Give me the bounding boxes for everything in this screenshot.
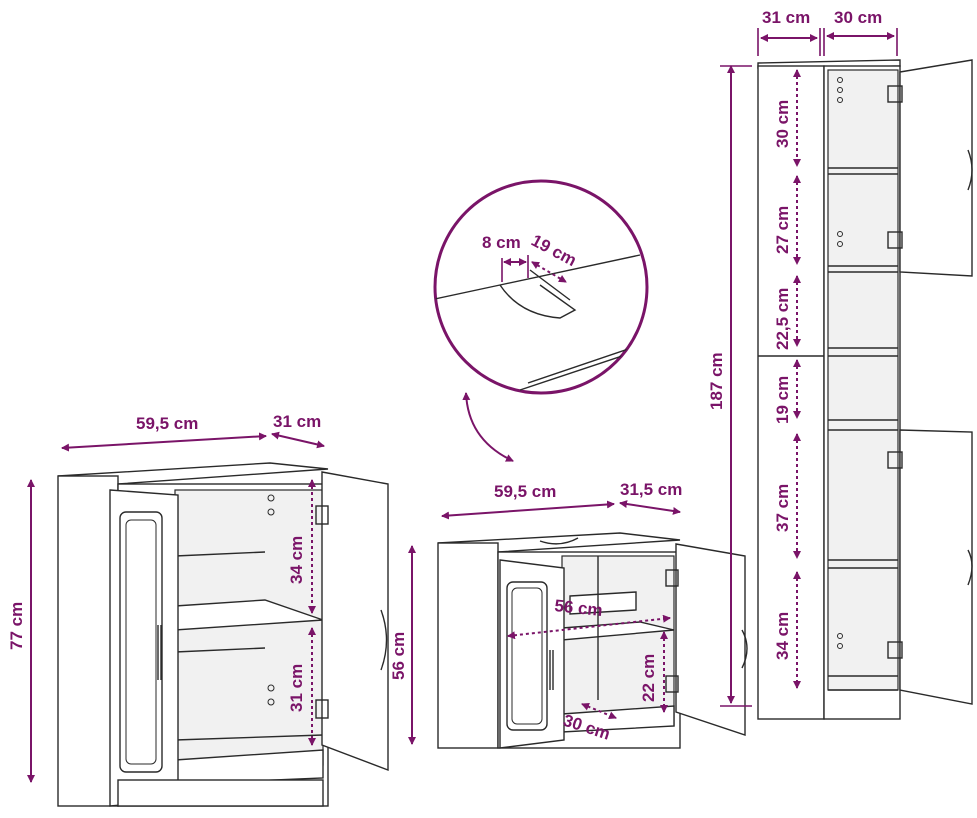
sink-depth-label: 31,5 cm bbox=[620, 480, 682, 499]
tall-shelf-4-label: 19 cm bbox=[773, 376, 792, 424]
cabinet-left-shelf-lower-label: 31 cm bbox=[287, 664, 306, 712]
detail-zoom: 8 cm 19 cm bbox=[433, 179, 649, 462]
sink-width-label: 59,5 cm bbox=[494, 482, 556, 501]
cabinet-left-depth-label: 31 cm bbox=[273, 412, 321, 431]
tall-width-label: 30 cm bbox=[834, 8, 882, 27]
tall-shelf-5-label: 37 cm bbox=[773, 484, 792, 532]
tall-shelf-2-label: 27 cm bbox=[773, 206, 792, 254]
tall-shelf-6-label: 34 cm bbox=[773, 612, 792, 660]
cabinet-left-dimensions: 59,5 cm 31 cm 77 cm 34 cm 31 cm bbox=[7, 412, 325, 783]
sink-inner-height-label: 22 cm bbox=[639, 654, 658, 702]
sink-inner-width-label: 56 cm bbox=[554, 596, 604, 620]
tall-depth-label: 31 cm bbox=[762, 8, 810, 27]
cabinet-left-width-label: 59,5 cm bbox=[136, 414, 198, 433]
tall-height-label: 187 cm bbox=[707, 352, 726, 410]
sink-cabinet-dimensions: 59,5 cm 31,5 cm 56 cm 56 cm 22 cm 30 cm bbox=[389, 480, 682, 745]
cabinet-left-height-label: 77 cm bbox=[7, 602, 26, 650]
tall-shelf-1-label: 30 cm bbox=[773, 100, 792, 148]
detail-cutout-a-label: 8 cm bbox=[482, 233, 521, 252]
sink-cabinet-drawing bbox=[437, 532, 748, 749]
width-dim-line bbox=[61, 432, 267, 452]
cabinet-left-drawing bbox=[57, 462, 389, 807]
cabinet-left-shelf-upper-label: 34 cm bbox=[287, 536, 306, 584]
sink-height-label: 56 cm bbox=[389, 632, 408, 680]
detail-pointer-arrow bbox=[462, 392, 514, 462]
tall-shelf-3-label: 22,5 cm bbox=[773, 288, 792, 350]
depth-dim-line bbox=[271, 431, 325, 449]
tall-cabinet-dimensions: 31 cm 30 cm 187 cm 30 cm 27 cm 22,5 cm 1… bbox=[707, 8, 898, 707]
tall-cabinet-drawing bbox=[757, 59, 973, 720]
